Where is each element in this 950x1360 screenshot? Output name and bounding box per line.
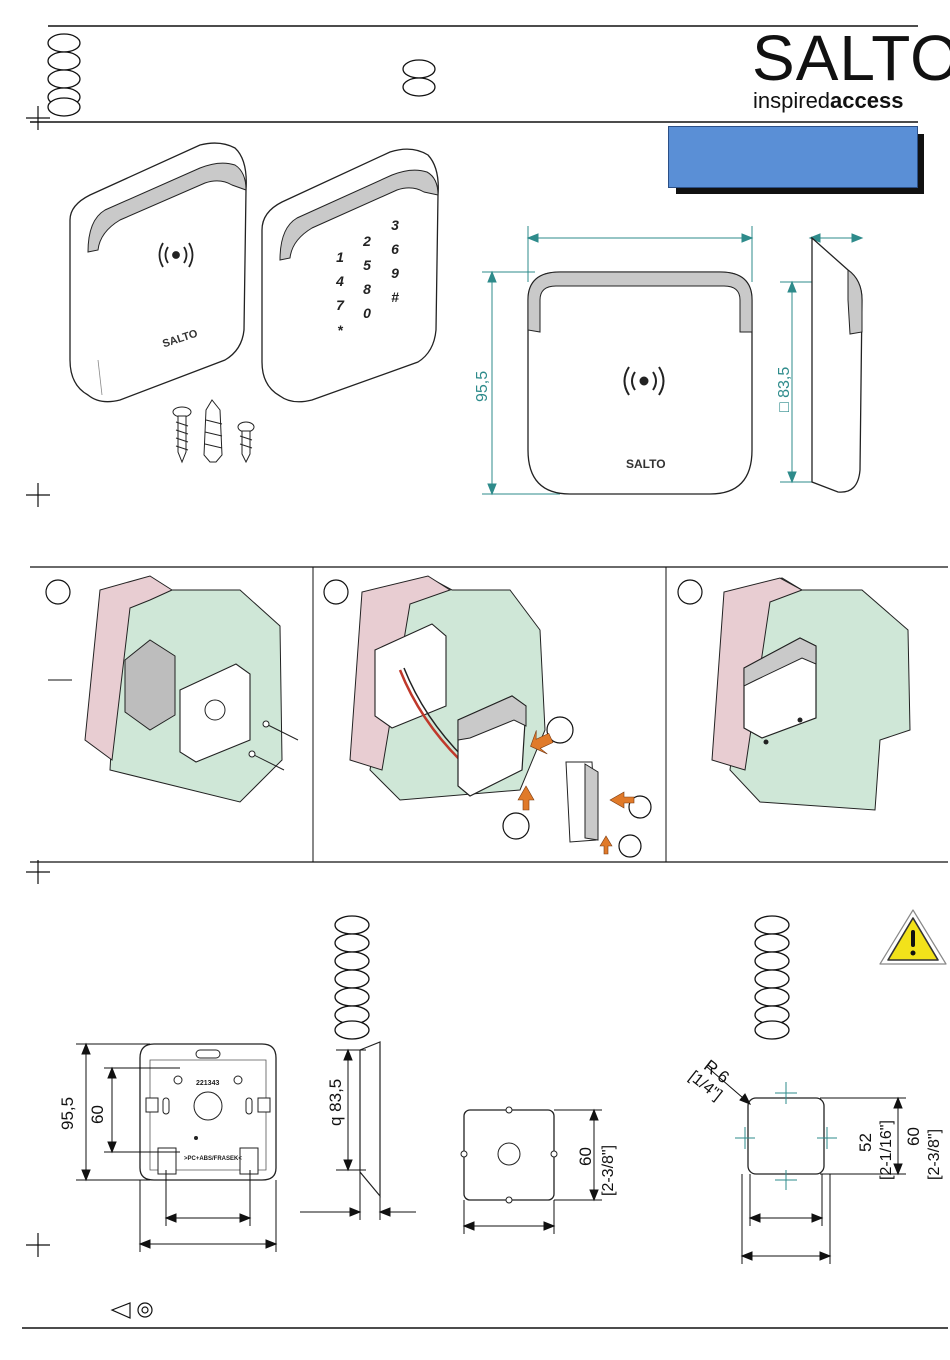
projection-symbol-icon bbox=[0, 0, 950, 1360]
